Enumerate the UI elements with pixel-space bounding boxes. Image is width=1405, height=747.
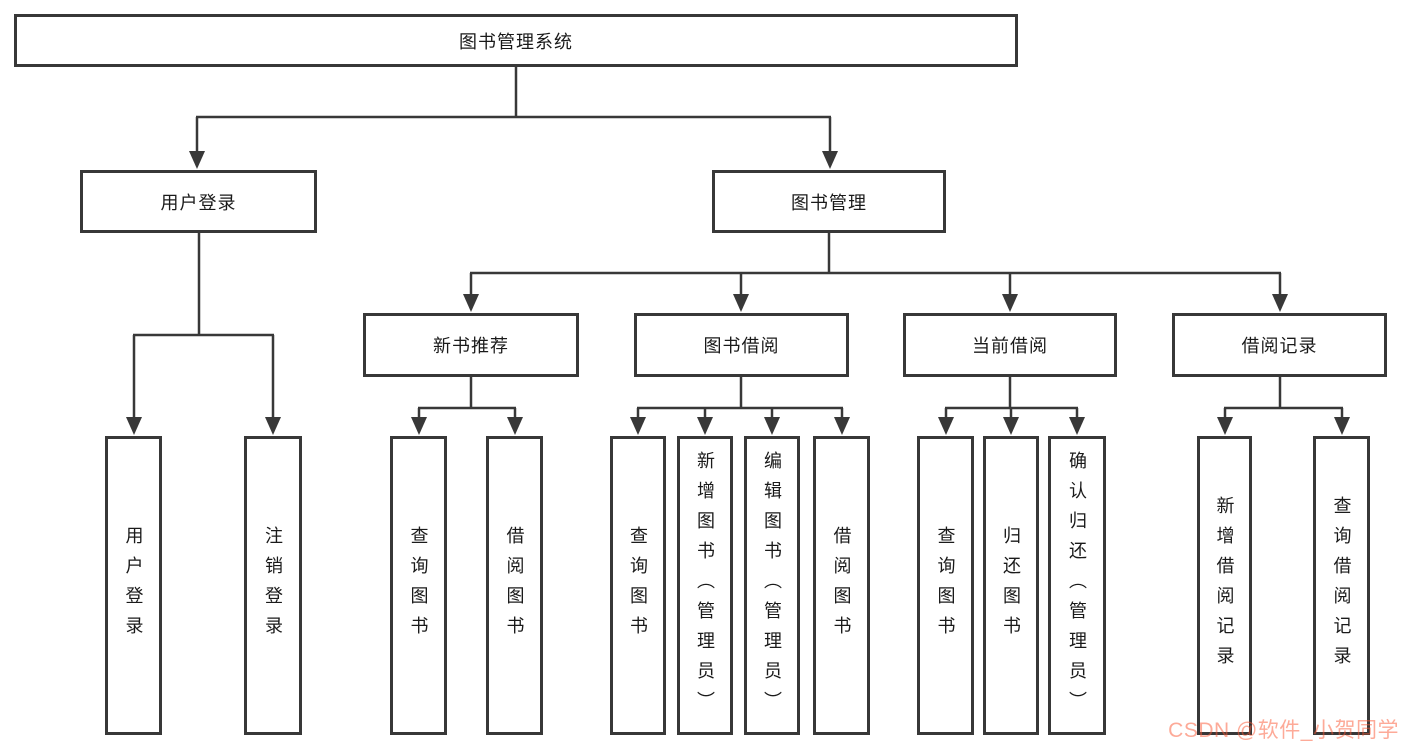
node-user-login: 用户登录 [80,170,317,233]
leaf-add-borrow-record: 新增借阅记录 [1197,436,1252,735]
leaf-borrow-books-1: 借阅图书 [486,436,543,735]
leaf-add-books-admin: 新增图书（管理员） [677,436,733,735]
leaf-query-books-1: 查询图书 [390,436,447,735]
leaf-query-books-2: 查询图书 [610,436,666,735]
leaf-confirm-return-admin: 确认归还（管理员） [1048,436,1106,735]
leaf-logout: 注销登录 [244,436,302,735]
leaf-return-books: 归还图书 [983,436,1039,735]
leaf-edit-books-admin: 编辑图书（管理员） [744,436,800,735]
leaf-borrow-books-2: 借阅图书 [813,436,870,735]
node-library-system: 图书管理系统 [14,14,1018,67]
node-book-management: 图书管理 [712,170,946,233]
leaf-query-books-3: 查询图书 [917,436,974,735]
node-borrow-records: 借阅记录 [1172,313,1387,377]
node-new-book-recommend: 新书推荐 [363,313,579,377]
node-current-borrow: 当前借阅 [903,313,1117,377]
leaf-user-login: 用户登录 [105,436,162,735]
node-book-borrow: 图书借阅 [634,313,849,377]
leaf-query-borrow-record: 查询借阅记录 [1313,436,1370,735]
watermark: CSDN @软件_小贺同学 [1168,719,1399,742]
